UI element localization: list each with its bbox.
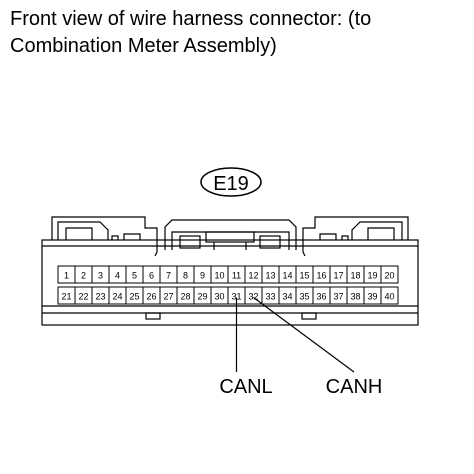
pin-cell: [380, 286, 399, 305]
pin-number: 34: [282, 292, 292, 302]
pin-number: 24: [112, 292, 122, 302]
pin-number: 29: [197, 292, 207, 302]
pin-number: 20: [384, 271, 394, 281]
pin-number: 16: [316, 271, 326, 281]
callout-leader-line: [253, 297, 355, 373]
pin-number: 32: [248, 292, 258, 302]
pin-number: 15: [299, 271, 309, 281]
title-line-2: Combination Meter Assembly): [10, 35, 277, 57]
pin-number: 1: [64, 271, 69, 281]
pin-number: 7: [166, 271, 171, 281]
pin-number: 11: [232, 271, 241, 281]
pin-number: 27: [163, 292, 173, 302]
pin-number: 13: [265, 271, 275, 281]
pin-number: 39: [367, 292, 377, 302]
callout-label-canl: CANL: [219, 376, 272, 398]
pin-number: 9: [200, 271, 205, 281]
pin-number: 22: [78, 292, 88, 302]
callout-label-canh: CANH: [326, 376, 383, 398]
diagram-title: Front view of wire harness connector: (t…: [10, 6, 464, 60]
pin-number: 12: [248, 271, 258, 281]
pin-number: 23: [95, 292, 105, 302]
pin-number: 30: [214, 292, 224, 302]
pin-number: 4: [115, 271, 120, 281]
pin-number: 2: [81, 271, 86, 281]
pin-number: 36: [316, 292, 326, 302]
pin-number: 35: [299, 292, 309, 302]
pin-number: 6: [149, 271, 154, 281]
pin-number: 31: [231, 292, 241, 302]
pin-number: 5: [132, 271, 137, 281]
connector-code-ellipse: [200, 167, 262, 197]
pin-number: 14: [282, 271, 292, 281]
pin-number: 37: [333, 292, 343, 302]
pin-number: 10: [214, 271, 224, 281]
pin-number: 21: [61, 292, 71, 302]
pin-number: 25: [129, 292, 139, 302]
callouts: CANL CANH: [219, 297, 383, 398]
pin-number: 17: [333, 271, 343, 281]
pin-number: 38: [350, 292, 360, 302]
pin-number: 26: [146, 292, 156, 302]
pin-cell: [380, 265, 399, 284]
pin-number: 3: [98, 271, 103, 281]
pin-number: 40: [384, 292, 394, 302]
pin-number: 18: [350, 271, 360, 281]
title-line-1: Front view of wire harness connector: (t…: [10, 8, 372, 30]
pin-number: 33: [265, 292, 275, 302]
connector-code-label: E19: [213, 173, 249, 195]
pin-number: 8: [183, 271, 188, 281]
pin-number: 28: [180, 292, 190, 302]
pin-number: 19: [367, 271, 377, 281]
